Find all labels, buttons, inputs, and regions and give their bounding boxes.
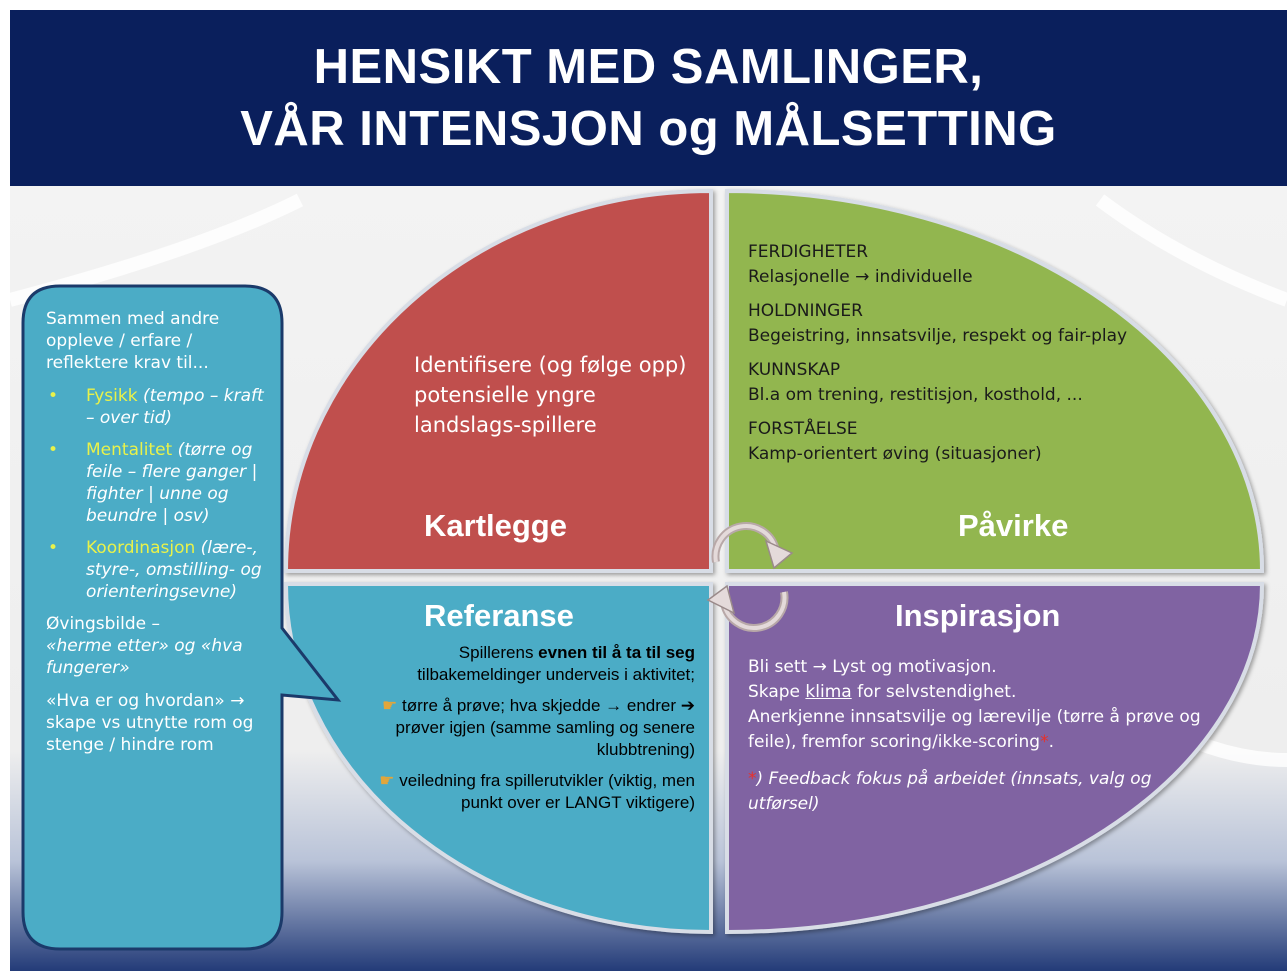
pavirke-body: FERDIGHETER Relasjonelle → individuelle … (748, 240, 1228, 476)
inspirasjon-note: *) Feedback fokus på arbeidet (innsats, … (748, 767, 1228, 817)
bullet-text: (tempo – kraft – over tid) (86, 386, 264, 428)
callout-hva: «Hva er og hvordan» → skape vs utnytte r… (46, 691, 254, 755)
pavirke-item: FORSTÅELSE Kamp-orientert øving (situasj… (748, 417, 1228, 467)
bullet-dot-icon: • (48, 386, 59, 406)
inspirasjon-line: Bli sett → Lyst og motivasjon. (748, 657, 997, 677)
ovingsbilde-label: Øvingsbilde – (46, 614, 160, 634)
referanse-point: ☛ tørre å prøve; hva skjedde → endrer ➔ … (355, 695, 695, 761)
pavirke-text: Kamp-orientert øving (situasjoner) (748, 444, 1042, 464)
pavirke-item: HOLDNINGER Begeistring, innsatsvilje, re… (748, 299, 1228, 349)
bullet-dot-icon: • (48, 440, 59, 460)
bullet-text: (tørre og feile – flere ganger | fighter… (86, 440, 258, 526)
asterisk: * (1040, 732, 1049, 752)
referanse-point-text: tørre å prøve; hva skjedde → endrer ➔ pr… (395, 696, 695, 759)
callout-bullet: • Koordinasjon (lære-, styre-, omstilling… (46, 537, 268, 603)
inspirasjon-text: Skape (748, 682, 806, 702)
inspirasjon-quadrant (725, 582, 1265, 935)
callout-bullet: • Mentalitet (tørre og feile – flere gang… (46, 439, 268, 527)
pavirke-heading: FERDIGHETER (748, 242, 869, 262)
inspirasjon-text: . (1048, 732, 1054, 752)
kartlegge-quadrant (283, 188, 713, 573)
referanse-point-text: veiledning fra spillerutvikler (viktig, … (399, 771, 695, 812)
pavirke-text: Relasjonelle → individuelle (748, 267, 973, 287)
inspirasjon-text: Anerkjenne innsatsvilje og lærevilje (tø… (748, 707, 1201, 752)
pavirke-text: Bl.a om trening, restitisjon, kosthold, … (748, 385, 1083, 405)
pointing-hand-icon: ☛ (379, 771, 395, 790)
callout-bubble (21, 284, 342, 951)
bullet-dot-icon: • (48, 538, 59, 558)
pavirke-item: KUNNSKAP Bl.a om trening, restitisjon, k… (748, 358, 1228, 408)
inspirasjon-body: Bli sett → Lyst og motivasjon. Skape kli… (748, 655, 1228, 817)
inspirasjon-line: Anerkjenne innsatsvilje og lærevilje (tø… (748, 705, 1228, 755)
referanse-label: Referanse (424, 598, 574, 633)
inspirasjon-note-text: ) Feedback fokus på arbeidet (innsats, v… (748, 769, 1152, 814)
pavirke-heading: HOLDNINGER (748, 301, 863, 321)
pavirke-heading: FORSTÅELSE (748, 419, 858, 439)
klima-underlined: klima (805, 682, 852, 702)
pavirke-label: Påvirke (958, 508, 1069, 543)
bullet-keyword: Koordinasjon (86, 538, 196, 558)
callout-bullet: • Fysikk (tempo – kraft – over tid) (46, 385, 268, 429)
bullet-keyword: Mentalitet (86, 440, 173, 460)
referanse-body: Spillerens evnen til å ta til seg tilbake… (355, 642, 695, 823)
callout-text: Sammen med andre oppleve / erfare / refl… (46, 308, 268, 767)
referanse-intro-pre: Spillerens (458, 643, 539, 662)
title-line-1: HENSIKT MED SAMLINGER, (313, 40, 984, 94)
bullet-keyword: Fysikk (86, 386, 138, 406)
referanse-intro: Spillerens evnen til å ta til seg tilbake… (355, 642, 695, 686)
pavirke-item: FERDIGHETER Relasjonelle → individuelle (748, 240, 1228, 290)
kartlegge-body: Identifisere (og følge opp) potensielle … (414, 353, 687, 437)
pavirke-heading: KUNNSKAP (748, 360, 841, 380)
title-line-2: VÅR INTENSJON og MÅLSETTING (240, 102, 1057, 156)
kartlegge-label: Kartlegge (424, 508, 567, 543)
referanse-intro-bold: evnen til å ta til seg (538, 643, 695, 662)
pavirke-text: Begeistring, innsatsvilje, respekt og fa… (748, 326, 1128, 346)
referanse-intro-post: tilbakemeldinger underveis i aktivitet; (417, 665, 695, 684)
inspirasjon-text: for selvstendighet. (851, 682, 1017, 702)
title-banner: HENSIKT MED SAMLINGER, VÅR INTENSJON og … (10, 10, 1287, 186)
callout-intro: Sammen med andre oppleve / erfare / refl… (46, 309, 220, 373)
inspirasjon-label: Inspirasjon (895, 598, 1061, 633)
referanse-point: ☛ veiledning fra spillerutvikler (viktig… (355, 770, 695, 814)
bullet-text: (lære-, styre-, omstilling- og orienteri… (86, 538, 262, 602)
callout-ovingsbilde: Øvingsbilde –«herme etter» og «hva funge… (46, 613, 268, 679)
cycle-arrows-icon (706, 522, 794, 632)
pointing-hand-icon: ☛ (382, 696, 398, 715)
callout-bullets: • Fysikk (tempo – kraft – over tid) • Ment… (46, 385, 268, 603)
inspirasjon-line: Skape klima for selvstendighet. (748, 680, 1228, 705)
pavirke-quadrant (725, 188, 1265, 573)
asterisk: * (748, 769, 757, 789)
ovingsbilde-text: «herme etter» og «hva fungerer» (46, 636, 243, 678)
